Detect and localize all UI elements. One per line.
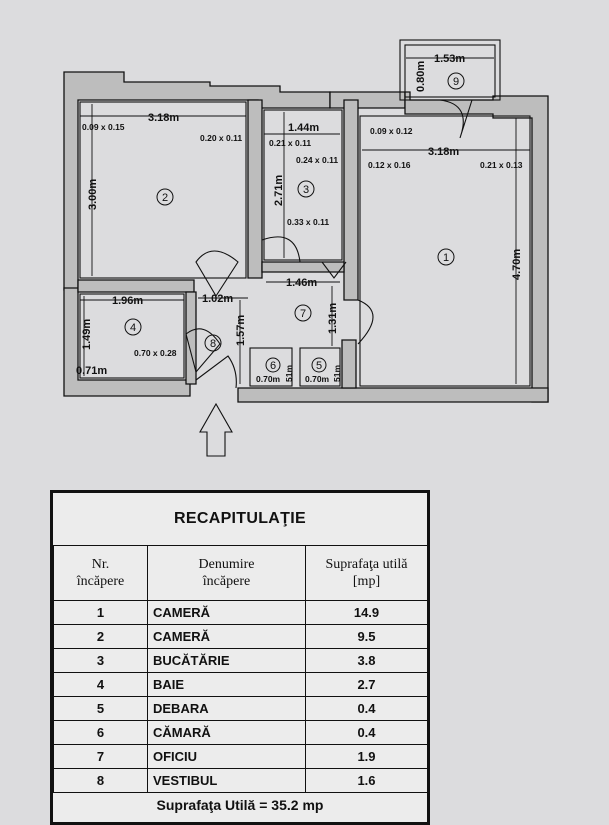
row-number: 6 bbox=[53, 720, 148, 745]
row-area: 9.5 bbox=[305, 624, 428, 649]
room-5-number: 5 bbox=[316, 360, 322, 372]
r1-height-label: 4.70m bbox=[511, 249, 523, 280]
row-area: 0.4 bbox=[305, 696, 428, 721]
row-number: 7 bbox=[53, 744, 148, 769]
room-9-number: 9 bbox=[453, 76, 459, 88]
room-6-marker: 6 bbox=[265, 357, 281, 373]
room-8-marker: 8 bbox=[204, 334, 222, 352]
r1-note-a: 0.09 x 0.12 bbox=[370, 126, 413, 136]
room-2-marker: 2 bbox=[156, 188, 174, 206]
room-7-number: 7 bbox=[300, 308, 306, 320]
r6-width-label: 0.70m bbox=[256, 374, 281, 384]
row-number: 8 bbox=[53, 768, 148, 793]
r3-height-label: 2.71m bbox=[273, 175, 285, 206]
r7-height-label: 1.31m bbox=[327, 303, 339, 334]
r6-depth-label: 51m bbox=[284, 365, 294, 382]
room-2-number: 2 bbox=[162, 192, 168, 204]
row-name: OFICIU bbox=[147, 744, 306, 769]
r3-note-b: 0.24 x 0.11 bbox=[296, 155, 338, 165]
r1-note-c: 0.21 x 0.13 bbox=[480, 160, 523, 170]
room-3-number: 3 bbox=[303, 184, 309, 196]
row-area: 1.6 bbox=[305, 768, 428, 793]
dimension-lines bbox=[80, 57, 530, 384]
r3-width-label: 1.44m bbox=[288, 122, 319, 134]
room-5-marker: 5 bbox=[311, 357, 327, 373]
row-name: BUCĂTĂRIE bbox=[147, 648, 306, 673]
header-name-line1: Denumire bbox=[198, 557, 255, 572]
r3-note-c: 0.33 x 0.11 bbox=[287, 217, 329, 227]
row-name: CĂMARĂ bbox=[147, 720, 306, 745]
r5-depth-label: 51m bbox=[332, 365, 342, 382]
floor-plan: 3.18m 3.00m 0.09 x 0.15 0.20 x 0.11 1.44… bbox=[63, 39, 549, 457]
row-area: 14.9 bbox=[305, 600, 428, 625]
r7-width-label: 1.46m bbox=[286, 277, 317, 289]
r1-note-b: 0.12 x 0.16 bbox=[368, 160, 411, 170]
r2-note-right: 0.20 x 0.11 bbox=[200, 133, 242, 143]
r2-height-label: 3.00m bbox=[87, 179, 99, 210]
r2-width-label: 3.18m bbox=[148, 112, 179, 124]
row-name: CAMERĂ bbox=[147, 624, 306, 649]
room-8-number: 8 bbox=[210, 338, 216, 350]
balcony-height-label: 0.80m bbox=[415, 61, 427, 92]
room-3-marker: 3 bbox=[297, 180, 315, 198]
room-7-marker: 7 bbox=[294, 304, 312, 322]
r3-note-a: 0.21 x 0.11 bbox=[269, 138, 311, 148]
header-name-line2: încăpere bbox=[202, 574, 251, 589]
hall-height-label: 1.57m bbox=[235, 315, 247, 346]
row-name: DEBARA bbox=[147, 696, 306, 721]
row-number: 3 bbox=[53, 648, 148, 673]
balcony-width-label: 1.53m bbox=[434, 53, 465, 65]
row-name: VESTIBUL bbox=[147, 768, 306, 793]
header-area-line1: Suprafaţa utilă bbox=[325, 557, 408, 572]
row-name: BAIE bbox=[147, 672, 306, 697]
r5-width-label: 0.70m bbox=[305, 374, 330, 384]
header-number: Nr. încăpere bbox=[53, 545, 148, 601]
r4-width-label: 1.96m bbox=[112, 295, 143, 307]
room-6-number: 6 bbox=[270, 360, 276, 372]
r1-width-label: 3.18m bbox=[428, 146, 459, 158]
hall-width-label: 1.02m bbox=[202, 293, 233, 305]
room-9-marker: 9 bbox=[447, 72, 465, 90]
entrance-arrow-icon bbox=[199, 402, 233, 457]
recap-table-panel: RECAPITULAŢIE Nr. încăpere Denumire încă… bbox=[50, 490, 430, 825]
header-name: Denumire încăpere bbox=[147, 545, 306, 601]
row-area: 2.7 bbox=[305, 672, 428, 697]
row-number: 5 bbox=[53, 696, 148, 721]
recap-title: RECAPITULAŢIE bbox=[174, 510, 306, 527]
room-1-marker: 1 bbox=[437, 248, 455, 266]
room-4-number: 4 bbox=[130, 322, 136, 334]
row-area: 1.9 bbox=[305, 744, 428, 769]
header-area: Suprafaţa utilă [mp] bbox=[305, 545, 428, 601]
header-area-line2: [mp] bbox=[352, 574, 381, 589]
recap-total: Suprafaţa Utilă = 35.2 mp bbox=[156, 797, 324, 813]
room-1-number: 1 bbox=[443, 252, 449, 264]
row-name: CAMERĂ bbox=[147, 600, 306, 625]
recap-table: Nr. încăpere Denumire încăpere Suprafaţa… bbox=[53, 545, 428, 793]
r4-note: 0.70 x 0.28 bbox=[134, 348, 177, 358]
row-area: 0.4 bbox=[305, 720, 428, 745]
r2-note-left: 0.09 x 0.15 bbox=[82, 122, 125, 132]
header-number-line1: Nr. bbox=[91, 557, 110, 572]
room-4-marker: 4 bbox=[124, 318, 142, 336]
row-number: 1 bbox=[53, 600, 148, 625]
dimension-labels: 3.18m 3.00m 0.09 x 0.15 0.20 x 0.11 1.44… bbox=[76, 53, 523, 384]
room-markers: 1 2 3 4 5 6 7 8 bbox=[124, 72, 465, 373]
r4-height-label: 1.49m bbox=[81, 319, 93, 350]
header-number-line2: încăpere bbox=[76, 574, 125, 589]
row-area: 3.8 bbox=[305, 648, 428, 673]
recap-header-row: Nr. încăpere Denumire încăpere Suprafaţa… bbox=[53, 545, 428, 601]
doors bbox=[185, 99, 473, 389]
room-outlines bbox=[79, 39, 531, 387]
r4-bottom-label: 0.71m bbox=[76, 365, 107, 377]
row-number: 2 bbox=[53, 624, 148, 649]
row-number: 4 bbox=[53, 672, 148, 697]
